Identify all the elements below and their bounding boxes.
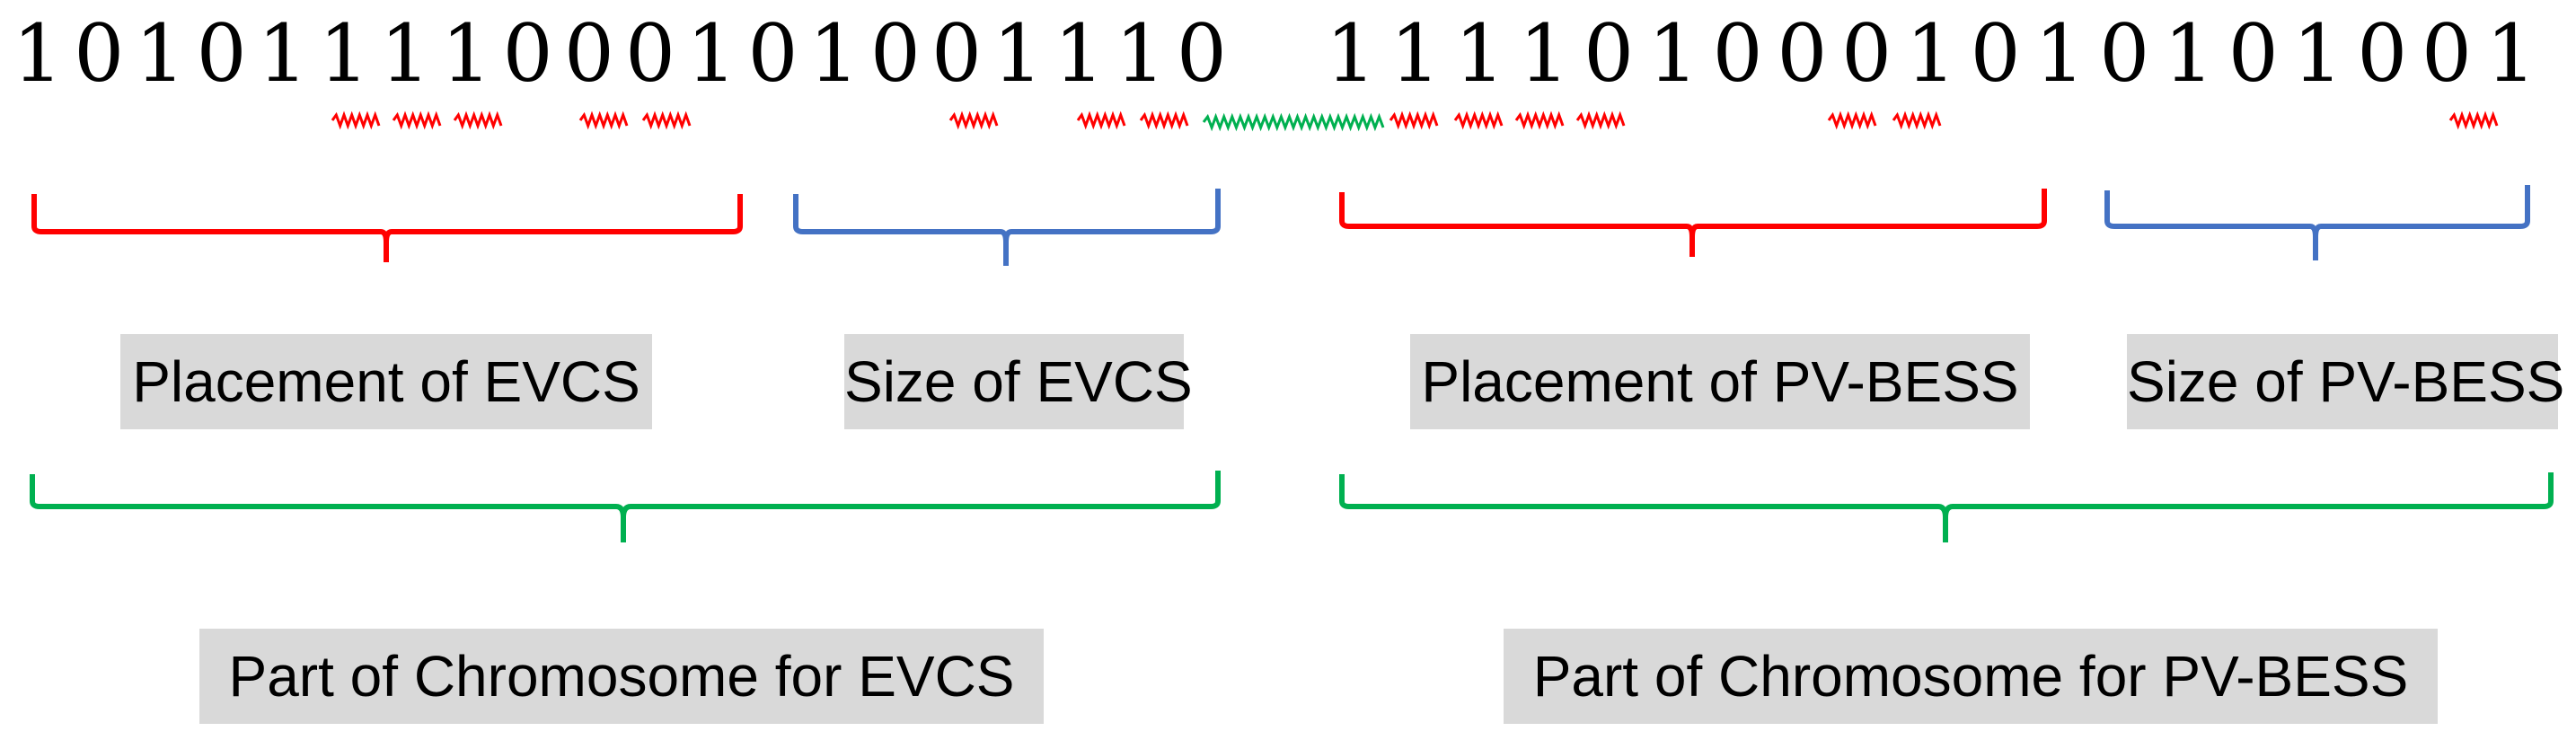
- evcs-bit: 1: [808, 7, 860, 100]
- squiggle-mark: [1453, 110, 1504, 130]
- pvbess-bit: 0: [2099, 7, 2150, 100]
- evcs-bit: 0: [196, 7, 247, 100]
- evcs-bit: 1: [319, 7, 370, 100]
- squiggle-mark: [1827, 110, 1877, 130]
- squiggle-mark: [948, 110, 999, 130]
- squiggle-mark: [331, 110, 381, 130]
- squiggle-mark: [578, 110, 629, 130]
- pvbess-bit: 0: [1712, 7, 1763, 100]
- part-evcs-brace: [30, 471, 1221, 542]
- pvbess-bit: 1: [2034, 7, 2086, 100]
- evcs-bit: 1: [135, 7, 186, 100]
- pvbess-bit: 0: [2228, 7, 2279, 100]
- pvbess-bit: 1: [1326, 7, 1376, 100]
- pvbess-bit: 1: [1454, 7, 1505, 100]
- size-pvbess-brace: [2104, 185, 2530, 260]
- evcs-bit: 0: [502, 7, 553, 100]
- part-evcs-label: Part of Chromosome for EVCS: [199, 629, 1044, 724]
- evcs-bit: 1: [1054, 7, 1105, 100]
- pvbess-bit: 0: [1841, 7, 1892, 100]
- squiggle-mark: [392, 110, 442, 130]
- evcs-bit: 1: [13, 7, 63, 100]
- pvbess-bit: 0: [1777, 7, 1828, 100]
- evcs-bit: 0: [869, 7, 921, 100]
- pvbess-bit: 0: [1584, 7, 1635, 100]
- placement-pvbess-label: Placement of PV-BESS: [1410, 334, 2030, 429]
- pvbess-bit: 1: [2292, 7, 2343, 100]
- squiggle-mark: [1139, 110, 1189, 130]
- evcs-bit: 1: [686, 7, 737, 100]
- evcs-bit: 0: [625, 7, 676, 100]
- pvbess-bit: 0: [1970, 7, 2021, 100]
- squiggle-mark: [1389, 110, 1439, 130]
- squiggle-mark: [1514, 110, 1565, 130]
- size-pvbess-label: Size of PV-BESS: [2127, 334, 2564, 429]
- pvbess-bit: 1: [1519, 7, 1570, 100]
- part-pvbess-brace: [1339, 472, 2554, 542]
- placement-evcs-brace: [31, 194, 743, 262]
- squiggle-mark: [1076, 110, 1126, 130]
- evcs-bit: 1: [257, 7, 308, 100]
- pvbess-bit: 1: [1389, 7, 1441, 100]
- evcs-bit: 1: [441, 7, 492, 100]
- evcs-bit: 0: [931, 7, 983, 100]
- evcs-bit: 0: [1176, 7, 1227, 100]
- placement-pvbess-brace: [1339, 189, 2047, 257]
- evcs-bit: 0: [74, 7, 125, 100]
- green-squiggle-marks: [1202, 112, 1385, 132]
- squiggle-mark: [1575, 110, 1626, 130]
- squiggle-mark: [2448, 110, 2499, 130]
- part-pvbess-label: Part of Chromosome for PV-BESS: [1504, 629, 2438, 724]
- placement-evcs-label: Placement of EVCS: [120, 334, 652, 429]
- squiggle-mark: [1892, 110, 1942, 130]
- evcs-bit: 0: [747, 7, 798, 100]
- red-squiggle-marks: [331, 110, 2499, 130]
- squiggle-mark: [1202, 112, 1385, 132]
- pvbess-bit: 1: [2485, 7, 2536, 100]
- size-evcs-brace: [793, 189, 1221, 266]
- evcs-bit: 1: [992, 7, 1044, 100]
- pvbess-bit: 1: [2163, 7, 2214, 100]
- squiggle-mark: [641, 110, 692, 130]
- pvbess-bit: 0: [2422, 7, 2473, 100]
- evcs-bit: 1: [1115, 7, 1166, 100]
- pvbess-bit: 0: [2357, 7, 2408, 100]
- size-evcs-label: Size of EVCS: [844, 334, 1193, 429]
- squiggle-mark: [453, 110, 503, 130]
- pvbess-bit: 1: [1905, 7, 1956, 100]
- pvbess-bit: 1: [1647, 7, 1698, 100]
- evcs-bit: 0: [563, 7, 614, 100]
- evcs-bit: 1: [380, 7, 431, 100]
